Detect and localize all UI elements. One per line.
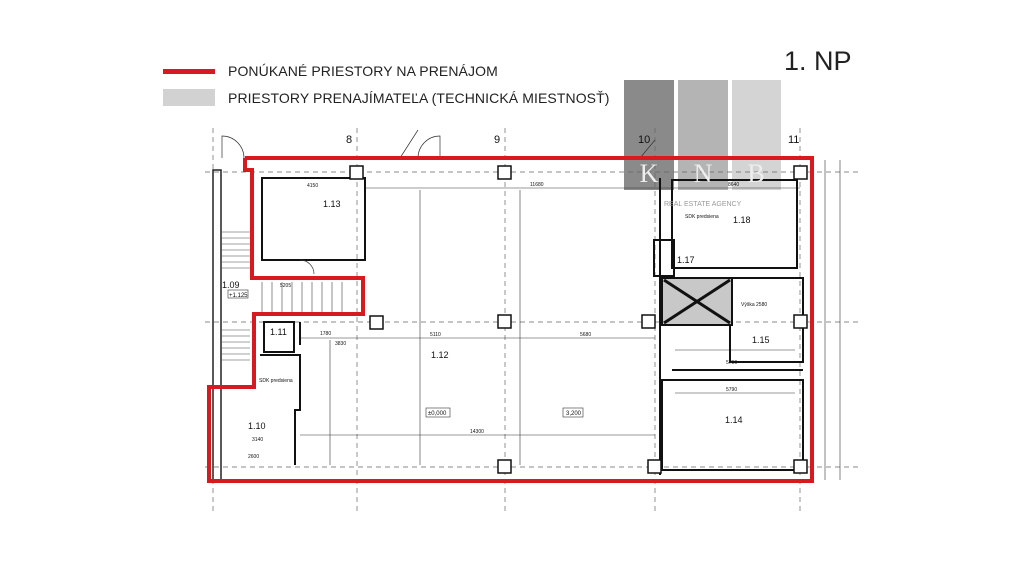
doors (221, 129, 656, 275)
level-marker: +1.125 (229, 293, 248, 299)
legend-gray-swatch (163, 89, 215, 106)
grid-axis-11: 11 (788, 134, 799, 146)
dimension-label: 4150 (307, 183, 318, 189)
dimension-label: 8640 (728, 182, 739, 188)
legend-landlord: PRIESTORY PRENAJÍMATEĽA (TECHNICKÁ MIEST… (163, 89, 610, 106)
room-label: 1.10 (248, 421, 266, 431)
dimension-label: 2600 (248, 454, 259, 460)
level-marker: 3,200 (566, 411, 582, 417)
grid-axis-10: 10 (638, 134, 650, 146)
walls (260, 177, 804, 475)
legend-landlord-label: PRIESTORY PRENAJÍMATEĽA (TECHNICKÁ MIEST… (228, 89, 610, 106)
note-height: Výška 2580 (741, 302, 767, 308)
logo-tagline: REAL ESTATE AGENCY (664, 201, 742, 208)
dimension-label: 5790 (726, 387, 737, 393)
room-label: 1.13 (323, 199, 341, 209)
room-label: 1.12 (431, 350, 449, 360)
logo-letter-n: N (694, 159, 713, 188)
room-label: 1.18 (733, 215, 751, 225)
dimension-label: 14300 (470, 429, 484, 435)
floor-label: 1. NP (784, 46, 852, 76)
dimension-label: 3140 (252, 437, 263, 443)
room-label: 1.14 (725, 415, 743, 425)
room-label: 1.09 (222, 280, 240, 290)
dimension-label: 5110 (430, 332, 441, 338)
stairs (212, 169, 343, 481)
dimension-label: 5790 (726, 360, 737, 366)
dimension-label: 1780 (320, 331, 331, 337)
dimension-label: 3830 (335, 341, 346, 347)
note-sdk: SDK predsiena (685, 214, 719, 220)
room-label: 1.11 (270, 327, 287, 337)
logo-letter-k: K (640, 159, 659, 188)
legend-offered-label: PONÚKANÉ PRIESTORY NA PRENÁJOM (228, 63, 498, 79)
logo-letter-b: B (747, 159, 764, 188)
dimension-label: 5205 (280, 283, 291, 289)
dimension-labels: 11680 8640 5110 5680 14300 5790 5790 415… (248, 182, 739, 460)
dimension-label: 5680 (580, 332, 591, 338)
note-sdk: SDK predsiena (259, 378, 293, 384)
offered-area-outline (207, 156, 814, 483)
dimension-label: 11680 (530, 182, 544, 188)
room-label: 1.17 (677, 255, 695, 265)
room-labels: 1.09 1.10 1.11 1.12 1.13 1.14 1.15 1.17 … (222, 199, 770, 431)
legend-offered: PONÚKANÉ PRIESTORY NA PRENÁJOM (163, 63, 498, 79)
room-label: 1.15 (752, 335, 770, 345)
level-marker: ±0,000 (428, 411, 447, 417)
legend-red-line-swatch (163, 68, 215, 74)
grid-axis-9: 9 (494, 134, 500, 146)
technical-room (661, 277, 733, 326)
columns (349, 165, 808, 474)
grid-axis-8: 8 (346, 134, 352, 146)
dimension-lines (300, 160, 841, 480)
